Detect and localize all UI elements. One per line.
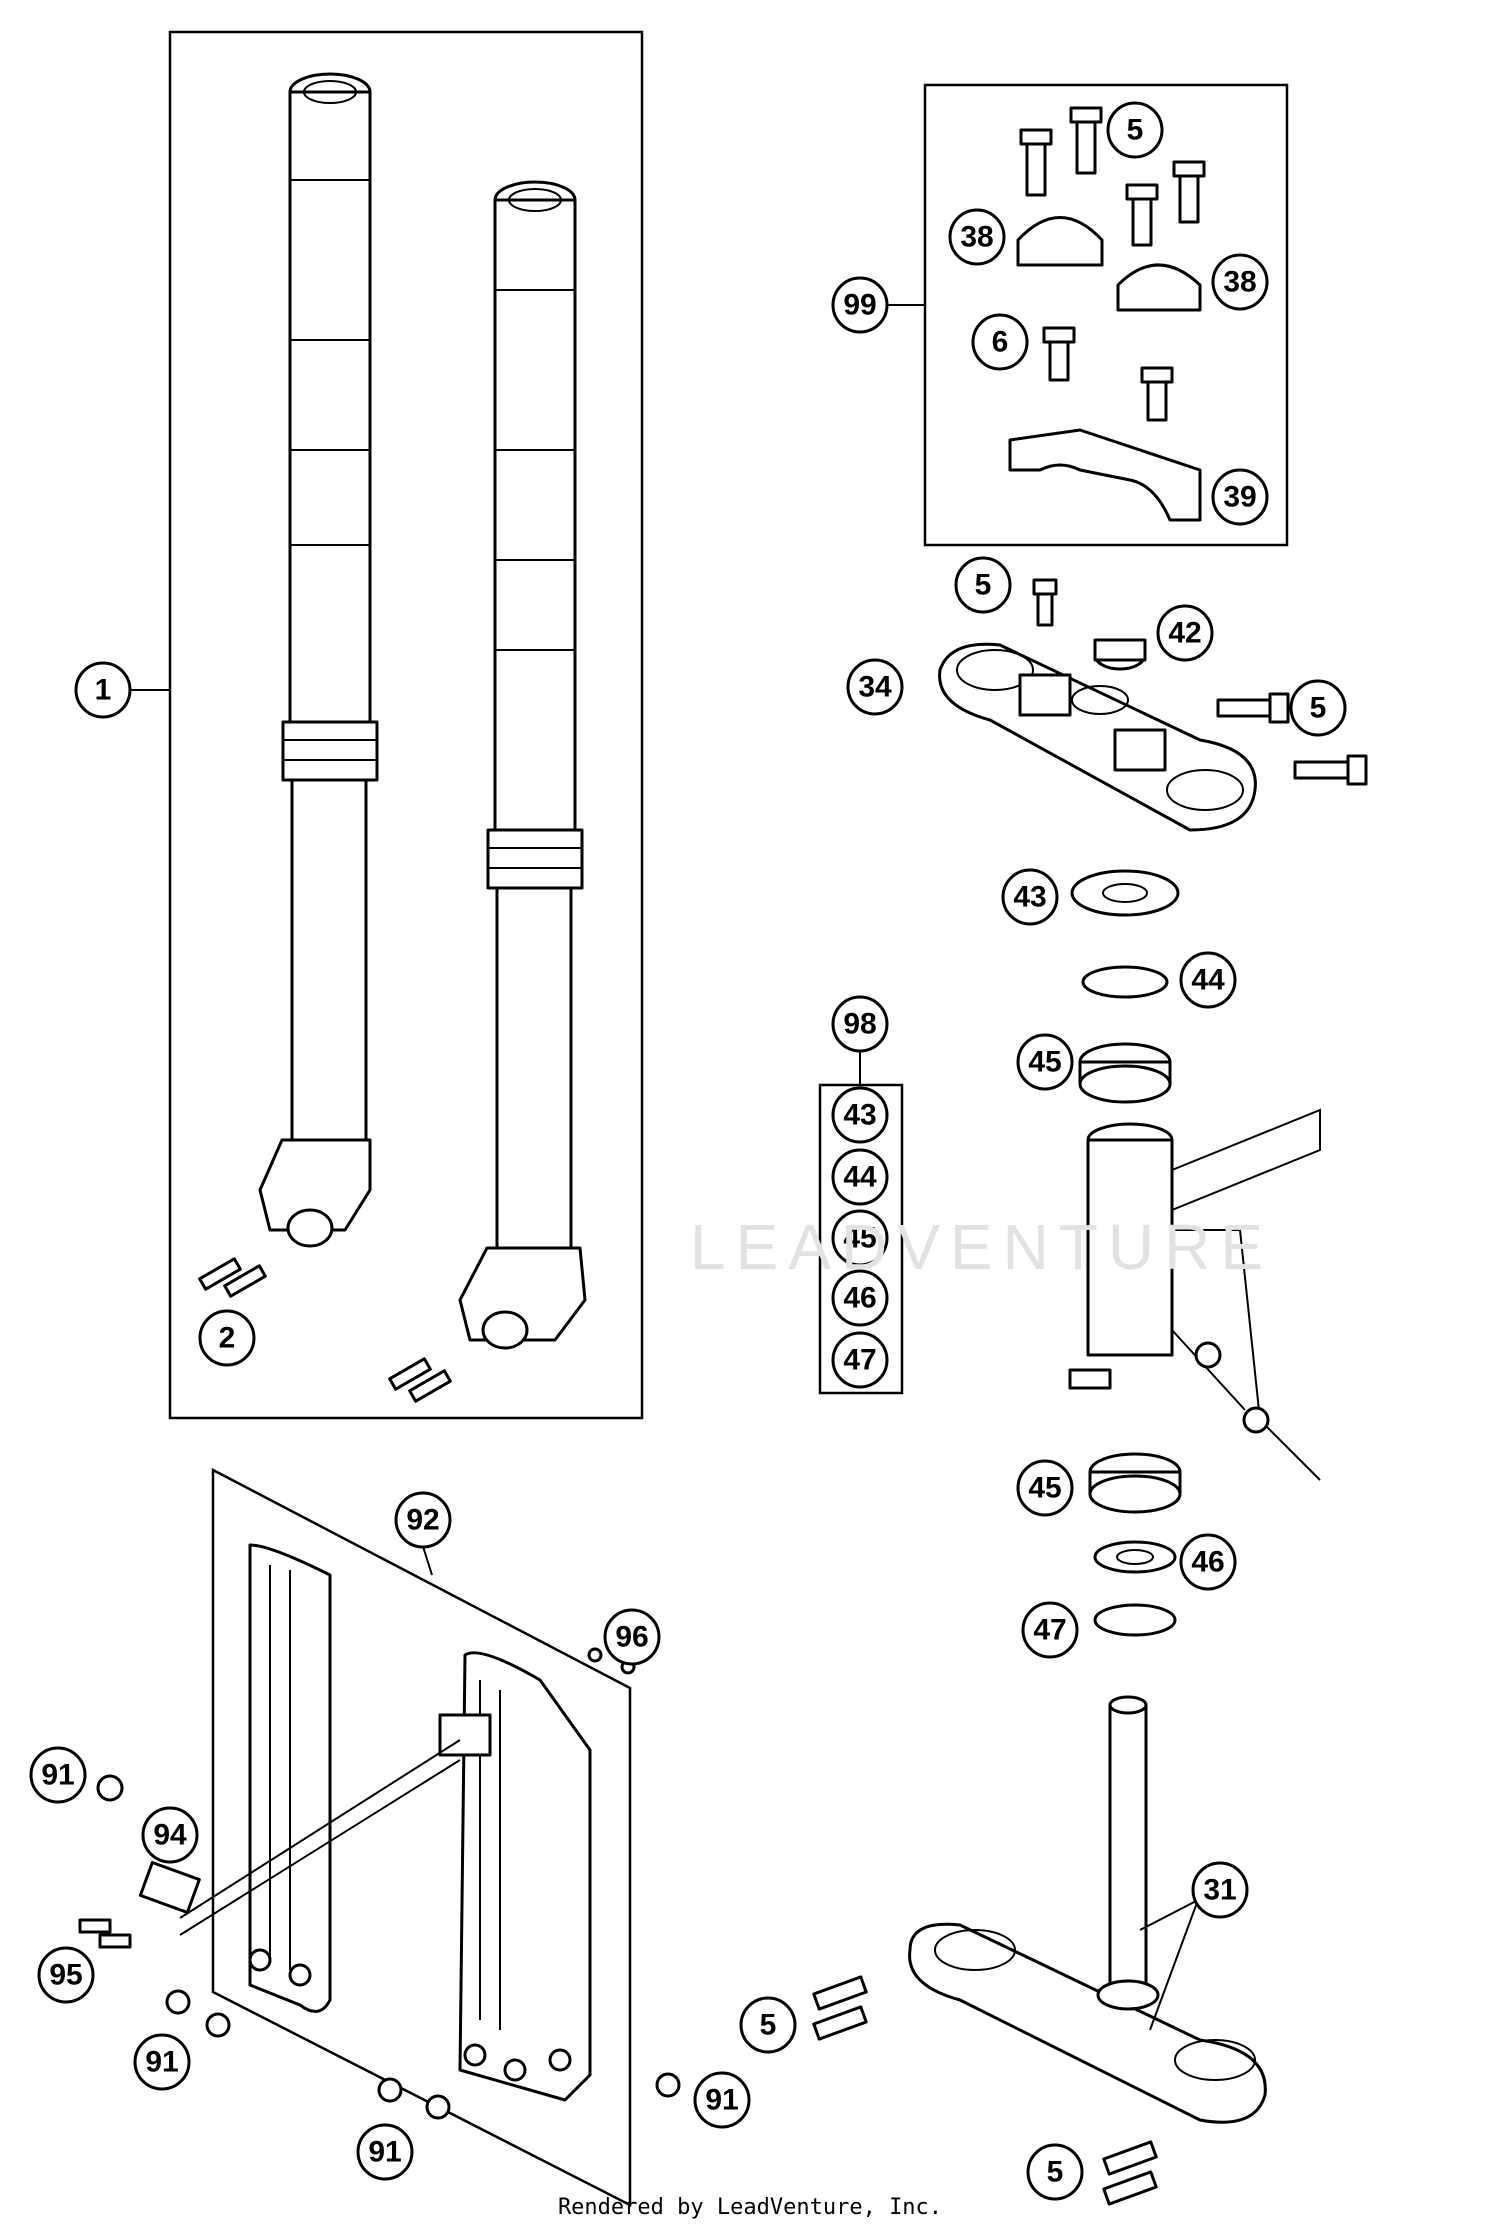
callout-45-lower: 45 xyxy=(1016,1459,1074,1517)
svg-text:5: 5 xyxy=(1127,114,1144,147)
callout-38-left: 38 xyxy=(948,208,1006,266)
svg-text:92: 92 xyxy=(406,1504,439,1537)
callout-5-clamp: 5 xyxy=(954,556,1012,614)
callout-95: 95 xyxy=(37,1946,95,2004)
callout-45-upper: 45 xyxy=(1016,1033,1074,1091)
svg-text:1: 1 xyxy=(95,674,112,707)
svg-text:38: 38 xyxy=(960,221,993,254)
svg-text:46: 46 xyxy=(1191,1546,1224,1579)
leader-31b xyxy=(1149,1899,1199,2031)
fork-leg-left xyxy=(258,72,379,1248)
callout-5-side: 5 xyxy=(1289,679,1347,737)
callout-kit-46: 46 xyxy=(831,1269,889,1327)
callout-6: 6 xyxy=(971,313,1029,371)
leader-31 xyxy=(1139,1899,1199,1931)
svg-text:45: 45 xyxy=(1028,1046,1061,1079)
svg-text:91: 91 xyxy=(368,2136,401,2169)
fork-screws-icon xyxy=(198,1257,452,1403)
top-nut-icon xyxy=(1093,638,1147,671)
callout-91-a: 91 xyxy=(29,1746,87,1804)
callout-31: 31 xyxy=(1191,1861,1249,1919)
callout-38-right: 38 xyxy=(1211,253,1269,311)
callout-47: 47 xyxy=(1021,1601,1079,1659)
footer-credit: Rendered by LeadVenture, Inc. xyxy=(557,2195,943,2220)
steering-head-frame-icon xyxy=(1068,1108,1321,1481)
callout-kit-47: 47 xyxy=(831,1331,889,1389)
svg-text:46: 46 xyxy=(843,1282,876,1315)
svg-text:43: 43 xyxy=(1013,881,1046,914)
callout-94: 94 xyxy=(141,1806,199,1864)
svg-text:45: 45 xyxy=(843,1222,876,1255)
watermark: LEADVENTURE xyxy=(690,1211,1273,1283)
top-triple-clamp-icon xyxy=(938,642,1257,832)
svg-text:34: 34 xyxy=(858,671,892,704)
callout-96: 96 xyxy=(603,1608,661,1666)
callout-92: 92 xyxy=(394,1491,452,1549)
svg-text:42: 42 xyxy=(1168,617,1201,650)
svg-text:38: 38 xyxy=(1223,266,1256,299)
svg-text:5: 5 xyxy=(760,2009,777,2042)
protector-guide-line-2 xyxy=(179,1759,461,1936)
callout-91-c: 91 xyxy=(356,2123,414,2181)
callout-42: 42 xyxy=(1156,604,1214,662)
bearing-stack-lower-icon xyxy=(1088,1452,1182,1637)
protector-clamp-icon xyxy=(138,1860,201,1914)
callout-kit-43: 43 xyxy=(831,1086,889,1144)
svg-text:96: 96 xyxy=(615,1621,648,1654)
callout-99: 99 xyxy=(831,276,889,334)
svg-text:43: 43 xyxy=(843,1099,876,1132)
svg-text:31: 31 xyxy=(1203,1874,1236,1907)
callout-5-bottom-a: 5 xyxy=(739,1996,797,2054)
callout-5-bottom-b: 5 xyxy=(1026,2143,1084,2201)
callout-91-d: 91 xyxy=(693,2071,751,2129)
fork-protector-frame xyxy=(211,1467,632,2208)
svg-text:98: 98 xyxy=(843,1008,876,1041)
svg-text:91: 91 xyxy=(41,1759,74,1792)
bearing-stack-upper-icon xyxy=(1070,869,1180,1104)
callout-kit-45: 45 xyxy=(831,1209,889,1267)
svg-text:44: 44 xyxy=(843,1161,877,1194)
svg-text:44: 44 xyxy=(1191,964,1225,997)
svg-text:6: 6 xyxy=(992,326,1009,359)
callout-98: 98 xyxy=(831,995,889,1053)
svg-text:91: 91 xyxy=(145,2046,178,2079)
svg-text:39: 39 xyxy=(1223,481,1256,514)
bar-clamp-icon xyxy=(1008,216,1202,522)
svg-text:47: 47 xyxy=(1033,1614,1066,1647)
top-clamp-screws-icon xyxy=(1032,578,1368,786)
fork-protector-right-icon xyxy=(438,1651,592,2102)
svg-text:2: 2 xyxy=(219,1322,236,1355)
svg-text:91: 91 xyxy=(705,2084,738,2117)
fork-protector-left-icon xyxy=(248,1543,332,2013)
callout-kit-44: 44 xyxy=(831,1148,889,1206)
callout-39: 39 xyxy=(1211,468,1269,526)
callout-1: 1 xyxy=(74,661,132,719)
protector-guide-line xyxy=(179,1739,461,1919)
callout-2: 2 xyxy=(198,1309,256,1367)
svg-text:94: 94 xyxy=(153,1819,187,1852)
bar-mount-screws-icon xyxy=(1019,106,1206,422)
svg-text:5: 5 xyxy=(975,569,992,602)
fork-assembly-frame xyxy=(168,30,644,1420)
protector-screws-icon xyxy=(78,1647,681,2120)
bottom-triple-clamp-icon xyxy=(908,1695,1267,2124)
bar-mount-kit-frame xyxy=(923,83,1289,547)
callout-91-b: 91 xyxy=(133,2033,191,2091)
svg-text:47: 47 xyxy=(843,1344,876,1377)
callout-46: 46 xyxy=(1179,1533,1237,1591)
callout-5-top: 5 xyxy=(1106,101,1164,159)
callout-34: 34 xyxy=(846,658,904,716)
callout-43: 43 xyxy=(1001,868,1059,926)
svg-text:99: 99 xyxy=(843,289,876,322)
svg-text:5: 5 xyxy=(1047,2156,1064,2189)
bottom-clamp-screws-icon xyxy=(812,1975,1158,2206)
callout-44: 44 xyxy=(1179,951,1237,1009)
svg-text:45: 45 xyxy=(1028,1472,1061,1505)
fork-leg-right xyxy=(458,180,587,1350)
svg-text:95: 95 xyxy=(49,1959,82,1992)
svg-text:5: 5 xyxy=(1310,692,1327,725)
